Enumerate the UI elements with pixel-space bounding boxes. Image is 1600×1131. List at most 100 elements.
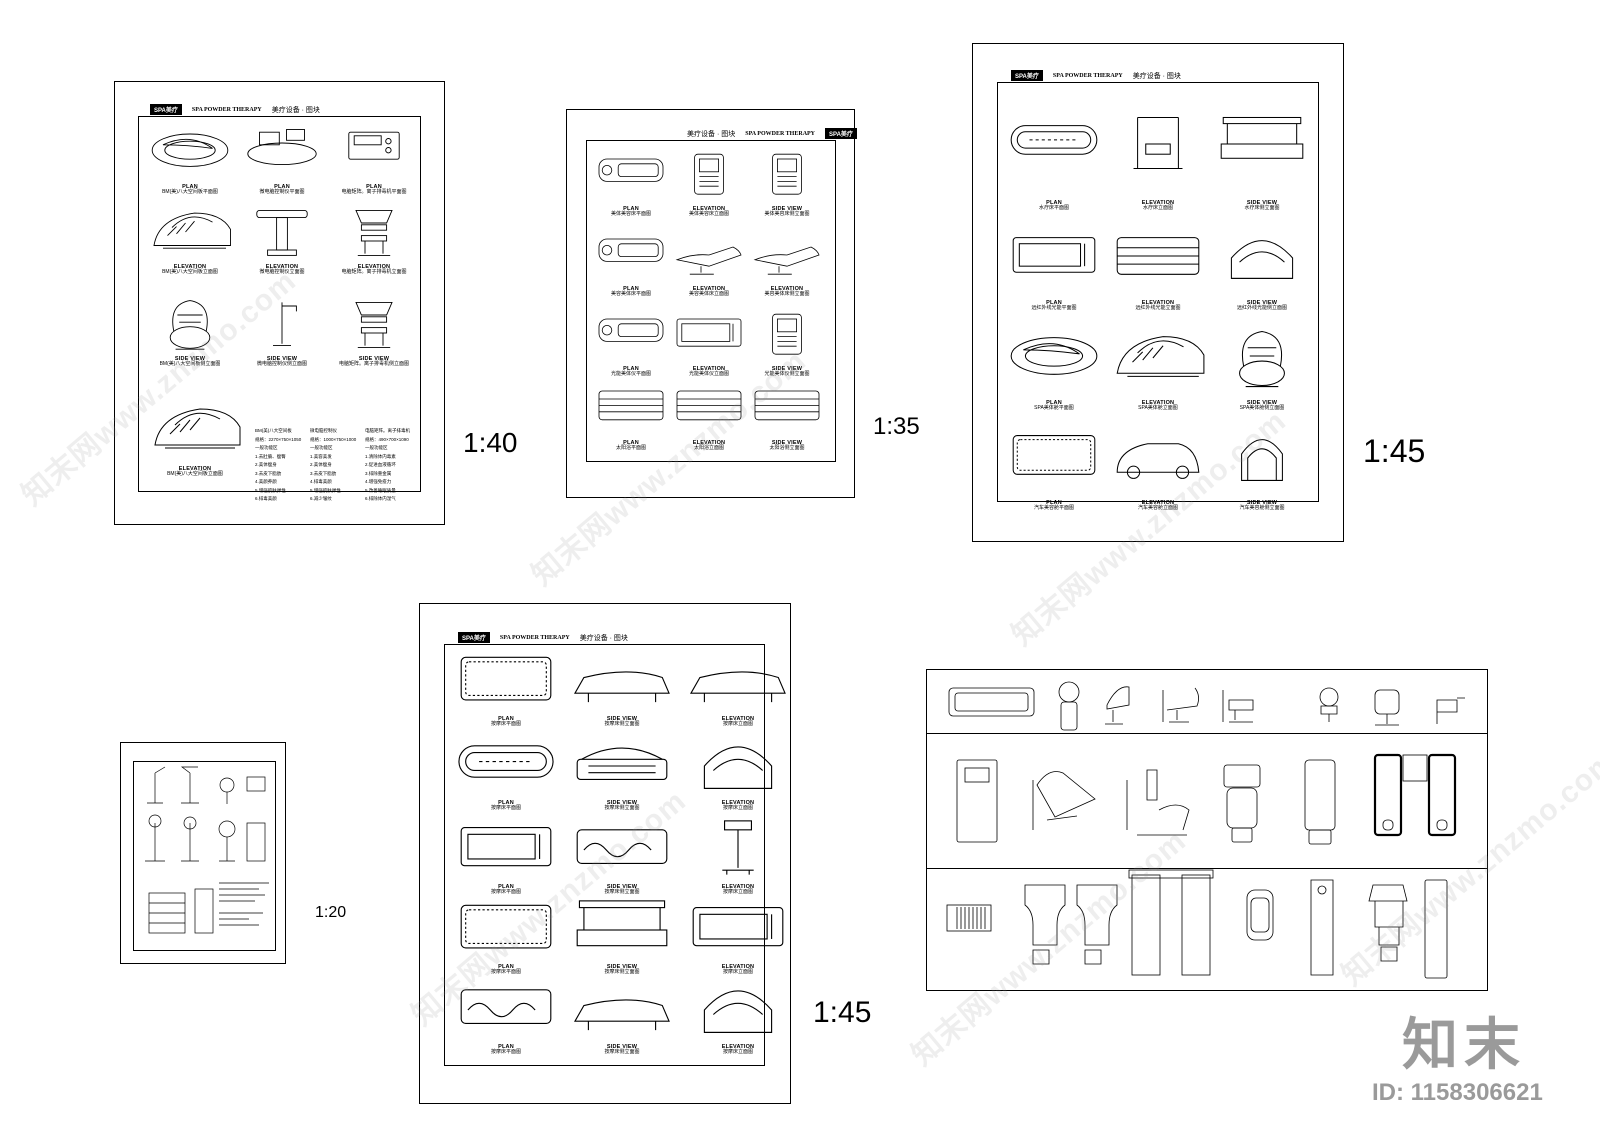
view-label: ELEVATION	[692, 286, 726, 292]
view-label: PLAN	[498, 800, 514, 806]
sheet-6-row-divider-2	[927, 868, 1487, 869]
caption-text: BM(美)八大空间板立面图	[162, 269, 218, 276]
twin-bed-plan-2	[1427, 753, 1457, 837]
caption-text: 美容美体床侧立面图	[764, 291, 810, 298]
scale-label-sheet-1: 1:40	[463, 427, 518, 458]
view-label: PLAN	[498, 884, 514, 890]
caption-text: 按摩床立面图	[722, 889, 753, 896]
sheet-6-row-divider-1	[927, 733, 1487, 734]
caption-text: 按摩床平面图	[490, 889, 521, 896]
brand-id: ID: 1158306621	[1372, 1079, 1543, 1106]
panel-drawing	[348, 131, 400, 160]
caption-text: 光能美体仪立面图	[688, 371, 729, 378]
caption-text: 汽车美容舱立面图	[1137, 505, 1178, 512]
view-label: ELEVATION	[1141, 200, 1175, 206]
view-label: SIDE VIEW	[1246, 500, 1278, 506]
shampoo-bed-side	[1032, 771, 1096, 830]
caption-text: 远红外线光能平面图	[1031, 305, 1077, 312]
box-drawing	[1012, 237, 1096, 273]
scale-label-sheet-3: 1:45	[1363, 433, 1426, 469]
caption-text: 微电脑控制仪侧立面图	[256, 361, 307, 368]
view-label: ELEVATION	[721, 964, 755, 970]
view-label: ELEVATION	[178, 466, 212, 472]
caption-text: 美容美体床立面图	[688, 291, 729, 298]
view-label: PLAN	[498, 964, 514, 970]
wash-station	[1126, 769, 1190, 836]
view-label: PLAN	[623, 440, 639, 446]
sheet-3-frame	[997, 82, 1319, 502]
caption-text: 电脑矩阵。离子排毒机侧立面图	[338, 361, 409, 368]
caption-text: 汽车美容舱侧立面图	[1239, 505, 1285, 512]
caption-text: 按摩床立面图	[722, 721, 753, 728]
sheet-4-frame	[133, 761, 276, 951]
view-label: SIDE VIEW	[174, 356, 206, 362]
caption-text: 水疗床立面图	[1142, 205, 1173, 212]
shampoo-basin-plan	[1058, 681, 1080, 703]
caption-text: 微电脑控制仪立面图	[259, 269, 305, 276]
arch-drawing	[1241, 439, 1283, 481]
caption-text: 按摩床立面图	[722, 1049, 753, 1056]
view-label: PLAN	[1046, 400, 1062, 406]
caption-text: BM(美)八大空间板立面图	[167, 471, 223, 478]
caption-text: 按摩床侧立面图	[604, 805, 640, 812]
view-label: PLAN	[498, 716, 514, 722]
massage-bed-plan	[1304, 759, 1336, 831]
caption-text: 按摩床平面图	[490, 721, 521, 728]
counter-plan	[948, 687, 1035, 717]
view-label: SIDE VIEW	[1246, 400, 1278, 406]
sheet-5-header: SPA美疗 SPA POWDER THERAPY 美疗设备 · 图块	[458, 632, 628, 643]
caption-text: 按摩床侧立面图	[604, 721, 640, 728]
pod-drawing	[151, 133, 229, 167]
sheet-5-frame	[444, 644, 765, 1066]
caption-text: SPA美体舱侧立面图	[1239, 405, 1285, 412]
stripes-drawing	[676, 390, 742, 421]
wave-drawing	[576, 829, 668, 864]
view-label: SIDE VIEW	[606, 800, 638, 806]
stripes-drawing	[754, 390, 820, 421]
sheet-1-notes-b: 微电脑控制仪 规格：1000×750×1000 一般功能区 1.美容美发 2.美…	[310, 428, 357, 502]
caption-text: 光能美体仪平面图	[610, 371, 651, 378]
view-label: ELEVATION	[692, 206, 726, 212]
caption-text: 美体美容床侧立面图	[764, 211, 810, 218]
box-drawing	[460, 827, 552, 867]
sheet-2-header: 美疗设备 · 图块 SPA POWDER THERAPY SPA美疗	[687, 128, 857, 139]
view-label: PLAN	[1046, 200, 1062, 206]
bed-drawing	[598, 158, 664, 182]
view-label: ELEVATION	[265, 264, 299, 270]
view-label: SIDE VIEW	[771, 440, 803, 446]
view-label: ELEVATION	[721, 800, 755, 806]
chair-side-2	[1436, 697, 1465, 724]
view-label: ELEVATION	[357, 264, 391, 270]
